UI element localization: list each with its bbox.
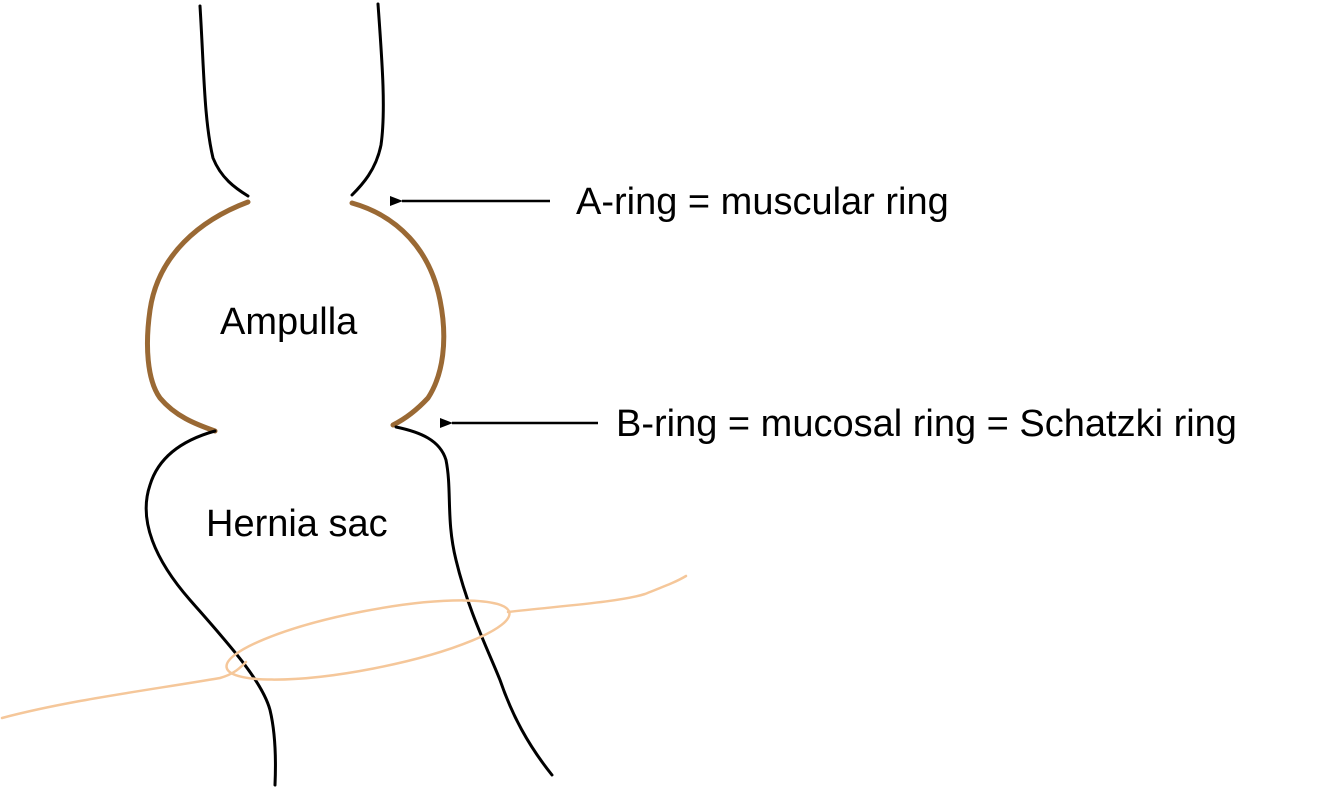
hernia-sac-left-wall bbox=[144, 429, 277, 787]
diaphragm-line bbox=[0, 574, 688, 720]
a-ring-label: A-ring = muscular ring bbox=[576, 181, 949, 223]
ampulla-right-wall bbox=[349, 200, 447, 428]
esophagus-left-wall bbox=[198, 4, 250, 198]
ampulla-label: Ampulla bbox=[220, 301, 358, 343]
esophagus-right-wall bbox=[350, 2, 385, 197]
hernia-sac-label: Hernia sac bbox=[206, 503, 388, 545]
hernia-sac-right-wall bbox=[394, 425, 554, 777]
b-ring-label: B-ring = mucosal ring = Schatzki ring bbox=[616, 403, 1237, 445]
esophageal-hiatus-ring bbox=[225, 599, 511, 681]
ampulla-left-wall bbox=[144, 199, 251, 434]
